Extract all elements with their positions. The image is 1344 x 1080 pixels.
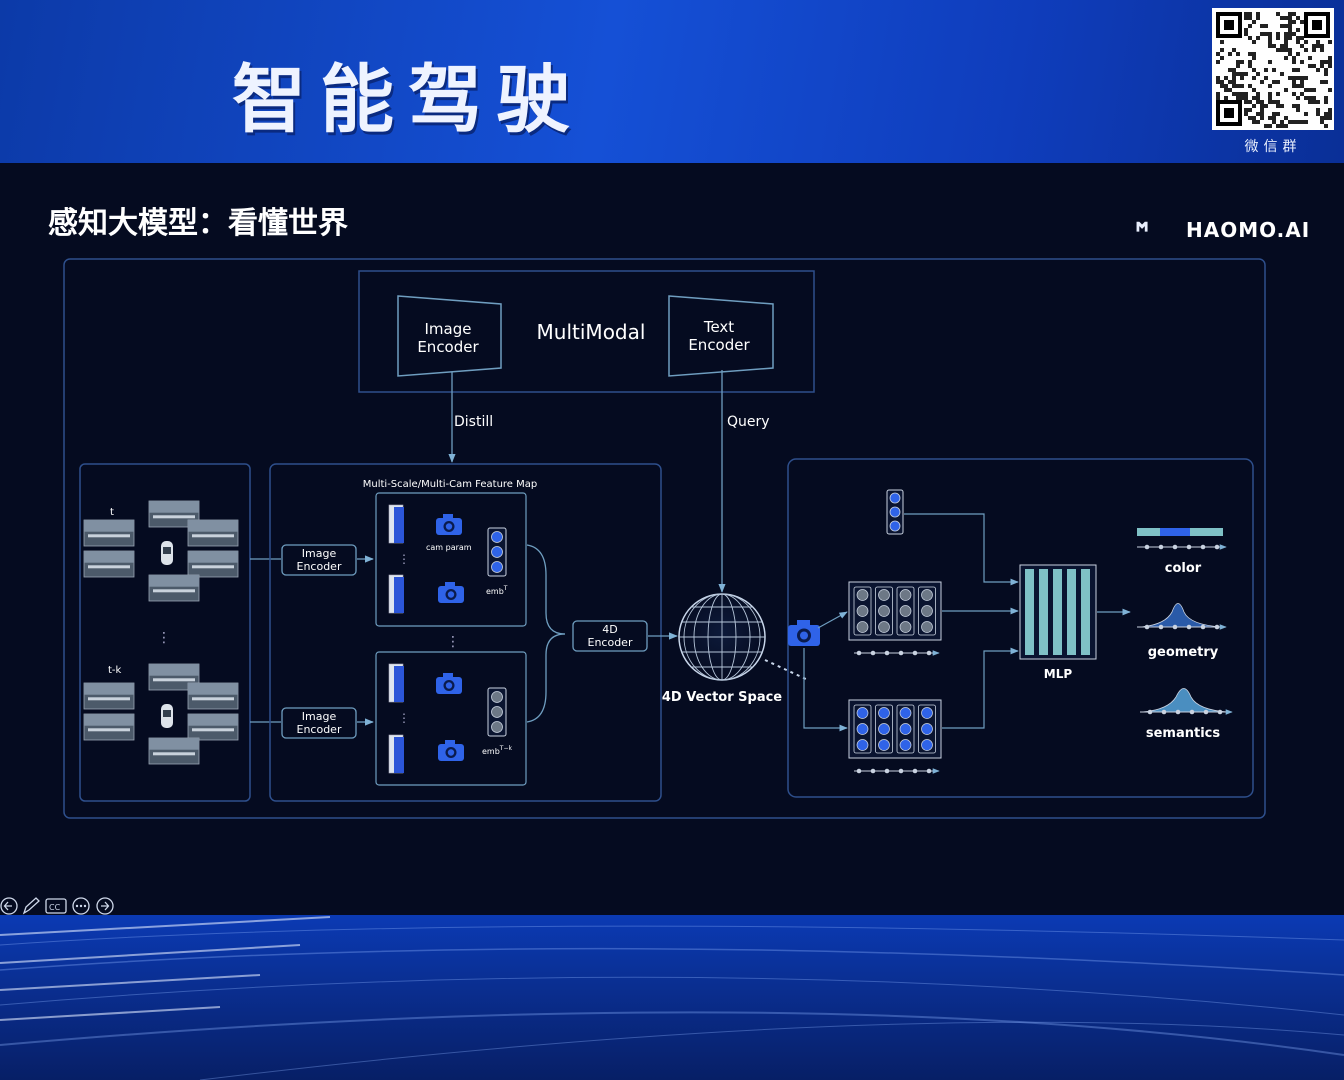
feature-grid-icon	[848, 581, 942, 656]
4d-encoder-l2: Encoder	[588, 636, 633, 649]
feature-map-icon	[388, 663, 404, 703]
output-color-label: color	[1165, 561, 1202, 576]
camera-icon	[438, 582, 464, 603]
feature-map-icon	[388, 504, 404, 544]
presentation-controls: CC	[0, 896, 120, 916]
camera-icon	[436, 514, 462, 535]
text-encoder-trapezoid	[668, 295, 774, 377]
banner-title: 智能驾驶	[232, 57, 584, 143]
emb-t-label: embT	[486, 585, 508, 596]
mm-text-encoder-l1: Text	[703, 318, 734, 336]
cc-icon[interactable]: CC	[45, 898, 67, 914]
semantics-output-icon	[1140, 688, 1233, 715]
output-semantics-label: semantics	[1146, 726, 1221, 741]
svg-text:CC: CC	[49, 903, 61, 912]
vector-space-label: 4D Vector Space	[662, 690, 782, 705]
more-icon[interactable]	[72, 897, 90, 915]
emb-tk-label: embT−k	[482, 745, 512, 756]
top-banner: 智能驾驶	[0, 0, 1344, 163]
query-embedding-icon	[886, 489, 904, 535]
feature-map-box	[269, 463, 662, 802]
geometry-output-icon	[1137, 603, 1227, 630]
color-output-icon	[1137, 528, 1227, 550]
svg-text:⋮: ⋮	[398, 711, 410, 725]
logo-text: HAOMO.AI	[1186, 218, 1311, 242]
feature-map-icon	[388, 574, 404, 614]
bottom-decoration	[0, 915, 1344, 1080]
pen-icon[interactable]	[22, 897, 40, 915]
mm-image-encoder-l1: Image	[425, 320, 472, 338]
4d-encoder-l1: 4D	[602, 623, 617, 636]
prev-icon[interactable]	[0, 897, 18, 915]
time-tk-label: t-k	[108, 665, 122, 676]
distill-label: Distill	[454, 414, 493, 430]
qr-label: 微信群	[1244, 139, 1302, 155]
svg-text:⋮: ⋮	[398, 552, 410, 566]
query-label: Query	[727, 414, 770, 430]
camera-input-box	[79, 463, 251, 802]
svg-text:⋮: ⋮	[446, 634, 460, 650]
slide-title: 感知大模型：看懂世界	[48, 206, 348, 241]
cam-param-label: cam param	[426, 543, 472, 552]
image-encoder-top-l1: Image	[302, 547, 337, 560]
embedding-icon	[487, 527, 507, 577]
4d-encoder-box	[572, 620, 648, 652]
mlp-block	[1019, 564, 1097, 660]
haomo-logo-icon	[1136, 221, 1148, 232]
camera-icon	[436, 673, 462, 694]
multimodal-box	[358, 270, 815, 393]
vector-space-globe	[678, 593, 766, 681]
mm-text-encoder-l2: Encoder	[688, 336, 750, 354]
feature-map-title: Multi-Scale/Multi-Cam Feature Map	[363, 479, 537, 490]
next-icon[interactable]	[96, 897, 114, 915]
feature-map-icon	[388, 734, 404, 774]
mm-image-encoder-l2: Encoder	[417, 338, 479, 356]
image-encoder-bottom-l2: Encoder	[297, 723, 342, 736]
embedding-icon	[487, 687, 507, 737]
image-encoder-trapezoid	[397, 295, 502, 377]
image-encoder-bottom-box	[281, 707, 357, 739]
camera-icon	[788, 620, 820, 646]
feature-panel-bottom	[375, 651, 527, 786]
image-encoder-top-l2: Encoder	[297, 560, 342, 573]
image-encoder-bottom-l1: Image	[302, 710, 337, 723]
mlp-label: MLP	[1044, 667, 1073, 681]
qr-code	[1212, 8, 1334, 130]
input-dots: ⋮	[157, 630, 171, 646]
surround-camera-images	[83, 500, 239, 765]
feature-panel-top	[375, 492, 527, 627]
outer-frame	[63, 258, 1266, 819]
multimodal-label: MultiModal	[537, 320, 646, 344]
image-encoder-top-box	[281, 544, 357, 576]
output-geometry-label: geometry	[1148, 645, 1219, 660]
time-t-label: t	[110, 507, 114, 518]
feature-grid-icon	[848, 699, 942, 774]
camera-icon	[438, 740, 464, 761]
